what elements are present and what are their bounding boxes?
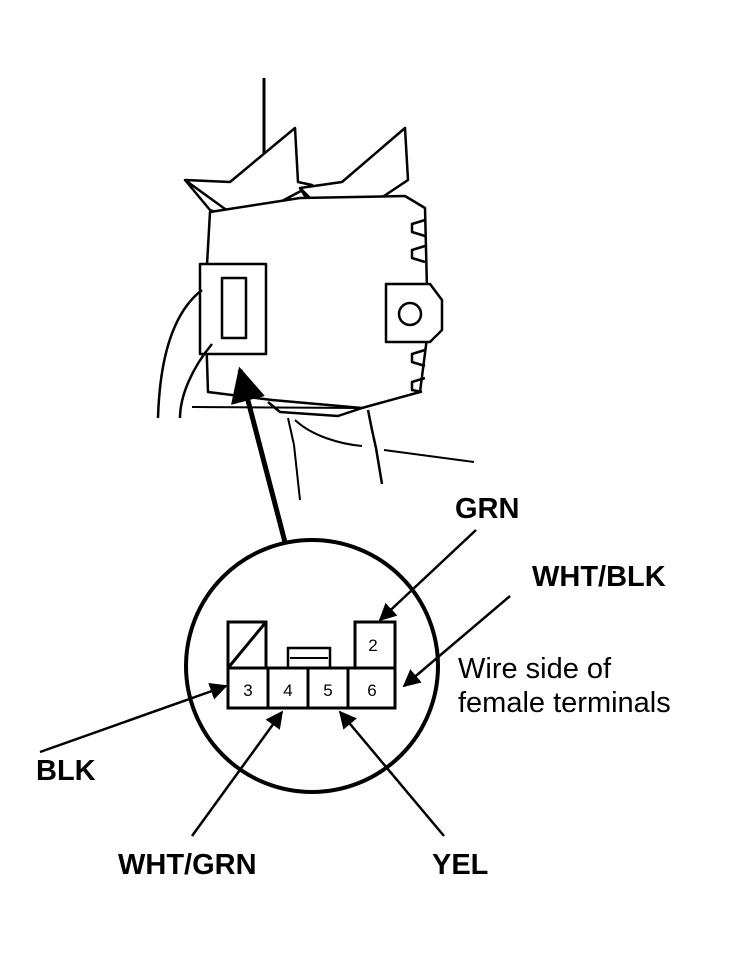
- note-line-2: female terminals: [458, 687, 671, 719]
- leader-wht-grn: [190, 710, 284, 837]
- control-unit-illustration: [156, 78, 475, 501]
- note-line-1: Wire side of: [458, 653, 612, 685]
- callout-wht-grn: WHT/GRN: [118, 849, 257, 881]
- connector-face: [226, 620, 397, 710]
- callout-grn: GRN: [455, 493, 519, 525]
- zoom-arrow: [231, 366, 289, 547]
- pin-label-3: 3: [243, 681, 252, 700]
- connector-detail-circle: [184, 538, 440, 794]
- pin-label-5: 5: [323, 681, 332, 700]
- pin-label-2: 2: [368, 636, 377, 655]
- leader-grn: [378, 529, 477, 622]
- pin-label-4: 4: [283, 681, 292, 700]
- callout-blk: BLK: [36, 755, 96, 787]
- leader-yel: [338, 710, 445, 837]
- callout-wht-blk: WHT/BLK: [532, 561, 666, 593]
- leader-arrows: [39, 529, 511, 837]
- callout-yel: YEL: [432, 849, 488, 881]
- leader-wht-blk: [402, 595, 511, 688]
- pin-label-6: 6: [367, 681, 376, 700]
- leader-blk: [39, 683, 228, 754]
